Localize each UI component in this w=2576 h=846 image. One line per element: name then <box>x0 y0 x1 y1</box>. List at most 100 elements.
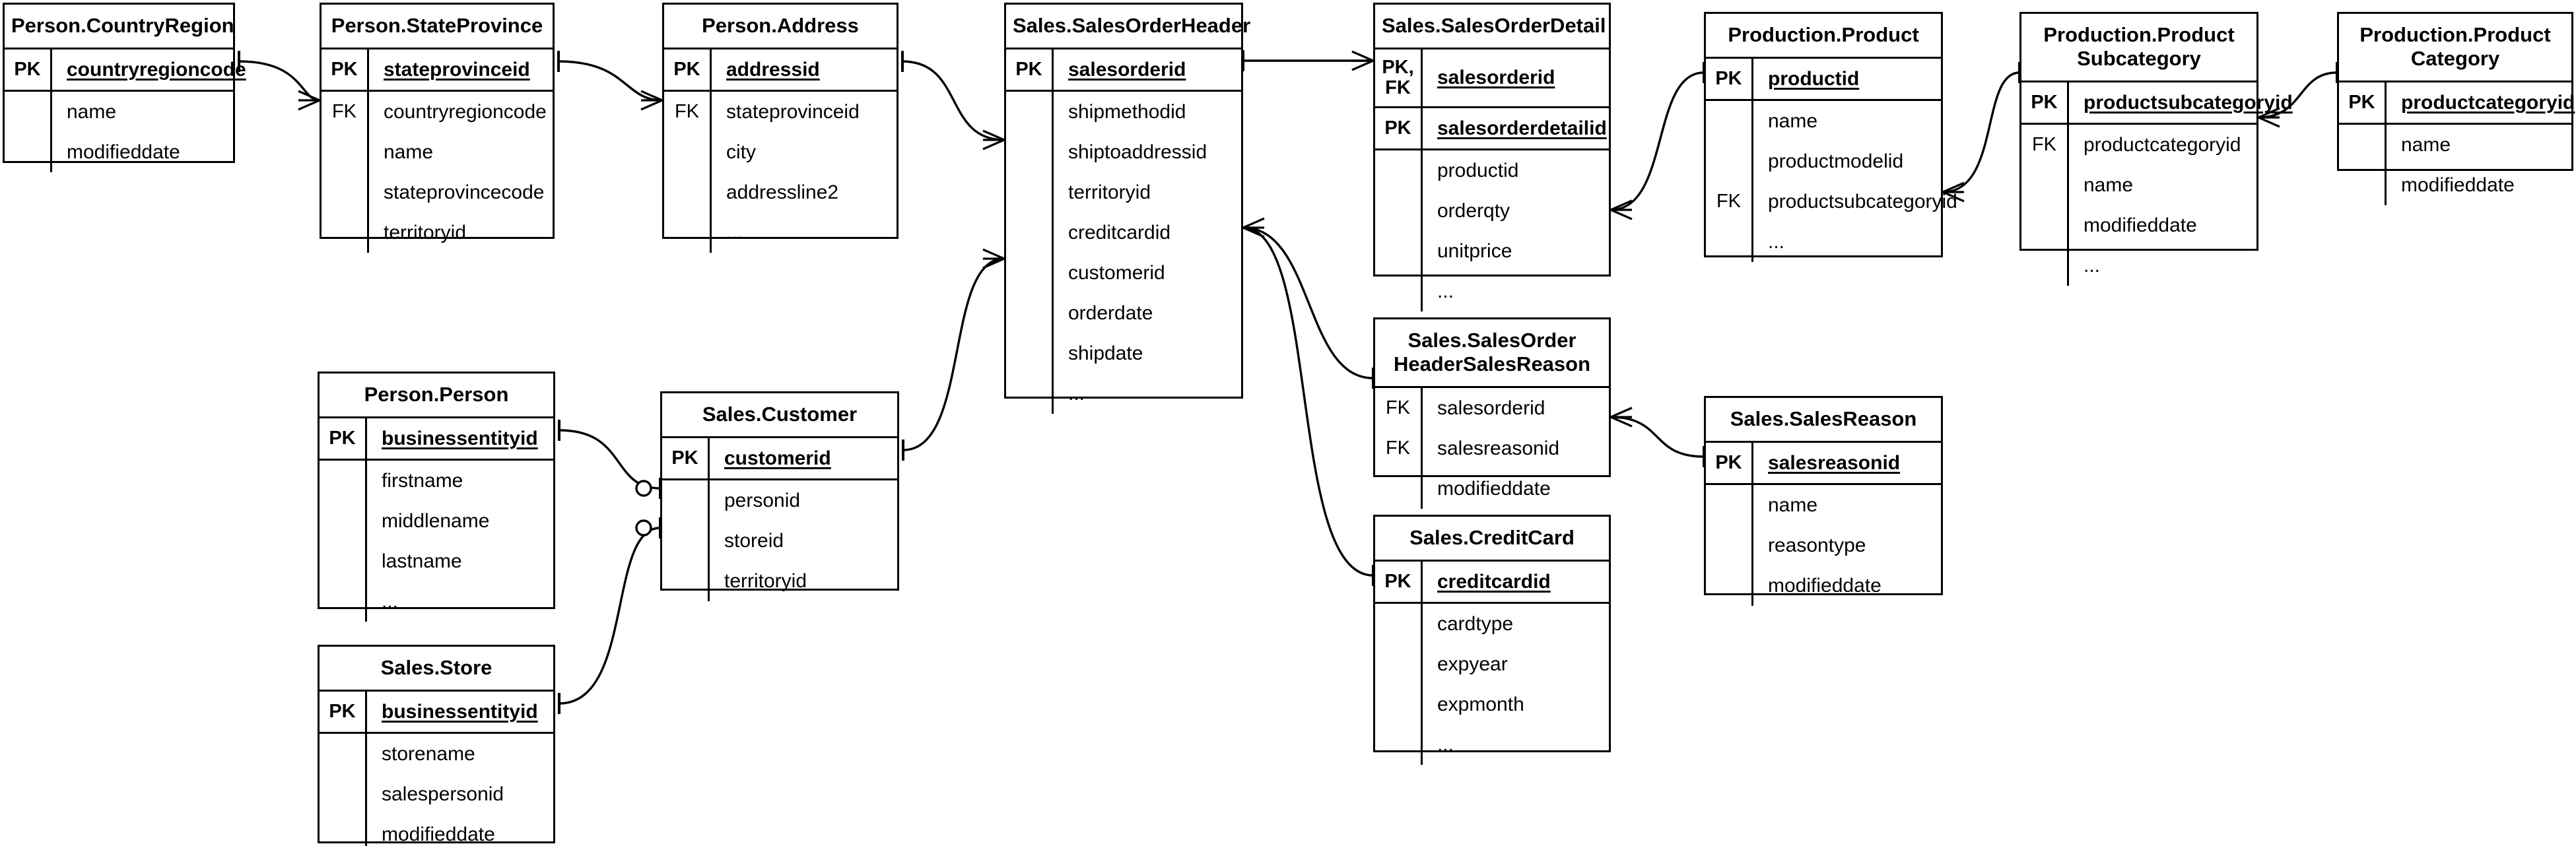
attribute-key-empty <box>1375 684 1423 725</box>
entity-title: Sales.SalesOrder HeaderSalesReason <box>1375 319 1609 388</box>
attribute-row[interactable]: salespersonid <box>320 773 553 814</box>
attribute-name: ... <box>1437 733 1454 756</box>
attribute-row[interactable]: firstname <box>320 460 553 501</box>
attribute-name: productid <box>1437 159 1519 181</box>
attribute-row[interactable]: modifieddate <box>1375 468 1609 509</box>
attribute-row[interactable]: ... <box>320 581 553 622</box>
attribute-row[interactable]: storename <box>320 733 553 774</box>
attribute-key-empty <box>664 172 712 212</box>
attribute-row[interactable]: productid <box>1375 150 1609 191</box>
attribute-row[interactable]: orderqty <box>1375 190 1609 231</box>
attribute-row[interactable]: modifieddate <box>1706 565 1941 606</box>
attribute-row[interactable]: expmonth <box>1375 684 1609 725</box>
attribute-name: modifieddate <box>2084 214 2197 236</box>
attribute-name-key: productid <box>1768 67 1860 90</box>
attribute-row[interactable]: name <box>1706 100 1941 141</box>
attribute-name: unitprice <box>1437 240 1512 262</box>
attribute-row[interactable]: storeid <box>662 520 897 561</box>
attribute-row[interactable]: middlename <box>320 500 553 541</box>
attribute-name: storeid <box>724 529 784 552</box>
attribute-row[interactable]: addressline2 <box>664 172 897 212</box>
attribute-row[interactable]: ... <box>2021 245 2256 286</box>
attribute-row[interactable]: unitprice <box>1375 230 1609 271</box>
attribute-row[interactable]: cardtype <box>1375 603 1609 644</box>
attribute-row[interactable]: name <box>2339 124 2571 165</box>
attribute-row[interactable]: personid <box>662 480 897 521</box>
attribute-key-fk: FK <box>322 91 369 132</box>
attribute-row[interactable]: expyear <box>1375 643 1609 684</box>
attribute-key-fk: FK <box>1706 181 1753 222</box>
attribute-row[interactable]: creditcardid <box>1006 212 1241 253</box>
attribute-row[interactable]: modifieddate <box>2339 164 2571 205</box>
attribute-row[interactable]: name <box>1706 484 1941 525</box>
attribute-row[interactable]: city <box>664 131 897 172</box>
attribute-row[interactable]: territoryid <box>322 212 553 253</box>
attribute-row[interactable]: modifieddate <box>320 814 553 846</box>
attribute-row[interactable]: orderdate <box>1006 292 1241 333</box>
attribute-row[interactable]: territoryid <box>662 560 897 601</box>
attribute-row[interactable]: ... <box>1375 724 1609 765</box>
attribute-row[interactable]: shiptoaddressid <box>1006 131 1241 172</box>
attribute-row[interactable]: productmodelid <box>1706 141 1941 181</box>
attribute-row[interactable]: name <box>5 91 233 132</box>
attribute-row[interactable]: lastname <box>320 540 553 581</box>
attribute-row[interactable]: stateprovincecode <box>322 172 553 212</box>
attribute-key-pk: PK <box>2339 82 2387 123</box>
attribute-row[interactable]: name <box>322 131 553 172</box>
attribute-row[interactable]: modifieddate <box>5 131 233 172</box>
attribute-name: salesorderid <box>1437 397 1545 419</box>
attribute-name: lastname <box>382 550 462 572</box>
attribute-row[interactable]: ... <box>1006 373 1241 414</box>
attribute-row[interactable]: name <box>2021 164 2256 205</box>
attribute-row[interactable]: ... <box>1375 271 1609 311</box>
attribute-row[interactable]: reasontype <box>1706 525 1941 566</box>
attribute-row[interactable]: customerid <box>1006 252 1241 293</box>
attribute-row[interactable]: shipmethodid <box>1006 91 1241 132</box>
attribute-name: reasontype <box>1768 534 1866 556</box>
attribute-row[interactable]: territoryid <box>1006 172 1241 212</box>
attribute-row[interactable]: shipdate <box>1006 333 1241 374</box>
attribute-row[interactable]: modifieddate <box>2021 205 2256 245</box>
attribute-row[interactable]: ... <box>1706 221 1941 262</box>
attribute-row[interactable]: ... <box>664 212 897 253</box>
